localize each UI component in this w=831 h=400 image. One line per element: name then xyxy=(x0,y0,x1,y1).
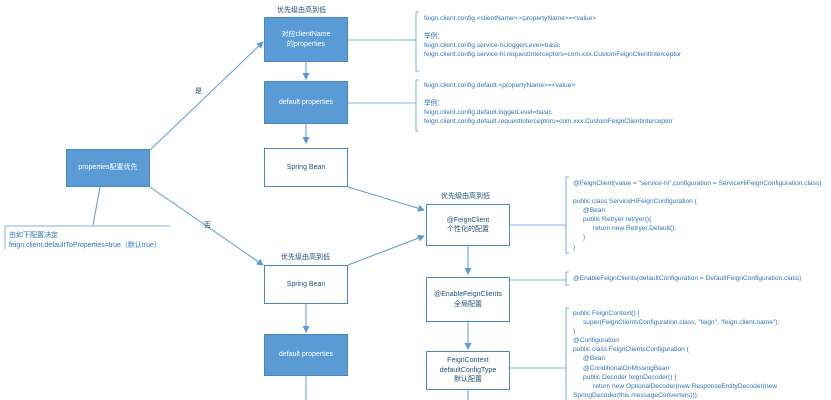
feign-context-line3: 默认配置 xyxy=(454,376,482,384)
note-line: @Configuration xyxy=(573,337,619,345)
client-name-config-note: feign.client.config.<clientName>.<proper… xyxy=(424,14,681,59)
note-line: @Bean xyxy=(583,355,606,363)
note-line: return new Retryer.Default(); xyxy=(593,225,677,233)
no-label: 否 xyxy=(204,222,211,229)
note-line: } xyxy=(573,243,576,251)
feign-client-line2: 个性化的配置 xyxy=(447,226,489,233)
root-label: properties配置优先 xyxy=(78,164,138,172)
priority-label-bottom: 优先级由高到低 xyxy=(281,254,330,261)
priority-label-top: 优先级由高到低 xyxy=(277,7,326,14)
note-line xyxy=(424,23,681,32)
note-line: feign.client.config.service-hi.loggerLev… xyxy=(424,42,561,50)
feign-context-node: FeignContext defaultConfigType 默认配置 xyxy=(426,351,510,390)
decision-line1: 由如下配置决定 xyxy=(9,232,58,239)
bracket-decision xyxy=(4,225,170,249)
note-line: } xyxy=(573,328,576,336)
note-line: public class FeignClientsConfiguration { xyxy=(573,346,689,354)
feign-client-code-note: @FeignClient(value = "service-hi",config… xyxy=(573,179,822,252)
spring-bean-top-label: Spring Bean xyxy=(286,163,326,171)
note-line: SpringDecoder(this.messageConverters))); xyxy=(573,391,699,399)
feign-client-node: @FeignClient 个性化的配置 xyxy=(426,204,510,246)
client-name-properties-node: 对应clientName 的properties xyxy=(264,17,348,62)
bracket-default xyxy=(415,79,419,132)
root-node: properties配置优先 xyxy=(66,149,150,187)
note-line: feign.client.config.default.<propertyNam… xyxy=(424,82,576,89)
default-config-note: feign.client.config.default.<propertyNam… xyxy=(424,81,673,126)
note-line: @ConditionalOnMissingBean xyxy=(583,364,670,372)
edge-decision xyxy=(92,186,101,226)
note-line: public Decoder feignDecoder() { xyxy=(583,373,677,381)
feign-context-code-note: public FeignContext() { super(FeignClien… xyxy=(573,309,779,400)
note-line xyxy=(424,90,673,99)
default-properties-top-label: default properties xyxy=(278,98,334,106)
note-line: } xyxy=(583,234,586,242)
note-line: @FeignClient(value = "service-hi",config… xyxy=(573,180,822,187)
edge-no xyxy=(149,186,264,266)
spring-bean-bottom-node: Spring Bean xyxy=(264,265,348,304)
note-line: public FeignContext() { xyxy=(573,310,640,317)
enable-feign-clients-code-note: @EnableFeignClients(defaultConfiguration… xyxy=(573,274,801,283)
bracket-context xyxy=(565,307,569,400)
enable-feign-clients-node: @EnableFeignClients 全局配置 xyxy=(426,277,510,322)
note-line: 举例： xyxy=(424,100,444,108)
bracket-enable xyxy=(565,271,569,286)
enable-feign-clients-line1: @EnableFeignClients xyxy=(434,291,502,299)
spring-bean-top-node: Spring Bean xyxy=(264,148,348,187)
note-line: feign.client.config.default.requestInter… xyxy=(424,118,673,126)
default-properties-top-node: default properties xyxy=(264,81,348,124)
note-line: feign.client.config.service-hi.requestIn… xyxy=(424,51,682,59)
note-line: 举例： xyxy=(424,33,444,41)
edge-top-to-feignclient xyxy=(347,186,425,212)
note-line: @Bean xyxy=(583,207,606,215)
yes-label: 是 xyxy=(195,88,202,95)
spring-bean-bottom-label: Spring Bean xyxy=(286,280,326,288)
client-name-properties-line2: 的properties xyxy=(286,40,326,48)
decision-line2: feign.client.defaultToProperties=true（默认… xyxy=(9,242,161,249)
note-line: feign.client.config.default.loggerLevel=… xyxy=(424,109,552,117)
note-line: return new OptionalDecoder(new ResponseE… xyxy=(593,382,777,390)
client-name-properties-line1: 对应clientName xyxy=(281,31,331,39)
feign-context-line1: FeignContext xyxy=(447,357,489,365)
note-line: public class ServiceHiFeignConfiguration… xyxy=(573,198,697,206)
edge-bottom-to-feignclient xyxy=(347,234,425,266)
enable-feign-clients-line2: 全局配置 xyxy=(454,300,482,308)
note-line: feign.client.config.<clientName>.<proper… xyxy=(424,15,597,22)
note-line: super(FeignClientsConfiguration.class, "… xyxy=(583,319,780,327)
default-properties-bottom-label: default properties xyxy=(278,351,334,359)
priority-label-mid: 优先级由高到低 xyxy=(441,193,490,200)
edge-yes xyxy=(149,41,264,151)
default-properties-bottom-node: default properties xyxy=(264,334,348,376)
feign-context-line2: defaultConfigType xyxy=(439,366,497,374)
note-line: @EnableFeignClients(defaultConfiguration… xyxy=(573,275,802,282)
feign-client-line1: @FeignClient xyxy=(446,216,490,224)
bracket-feignclient xyxy=(565,176,569,254)
bracket-clientname xyxy=(415,11,419,72)
note-line xyxy=(573,188,822,197)
note-line: public Retryer retryer(){ xyxy=(583,216,652,224)
